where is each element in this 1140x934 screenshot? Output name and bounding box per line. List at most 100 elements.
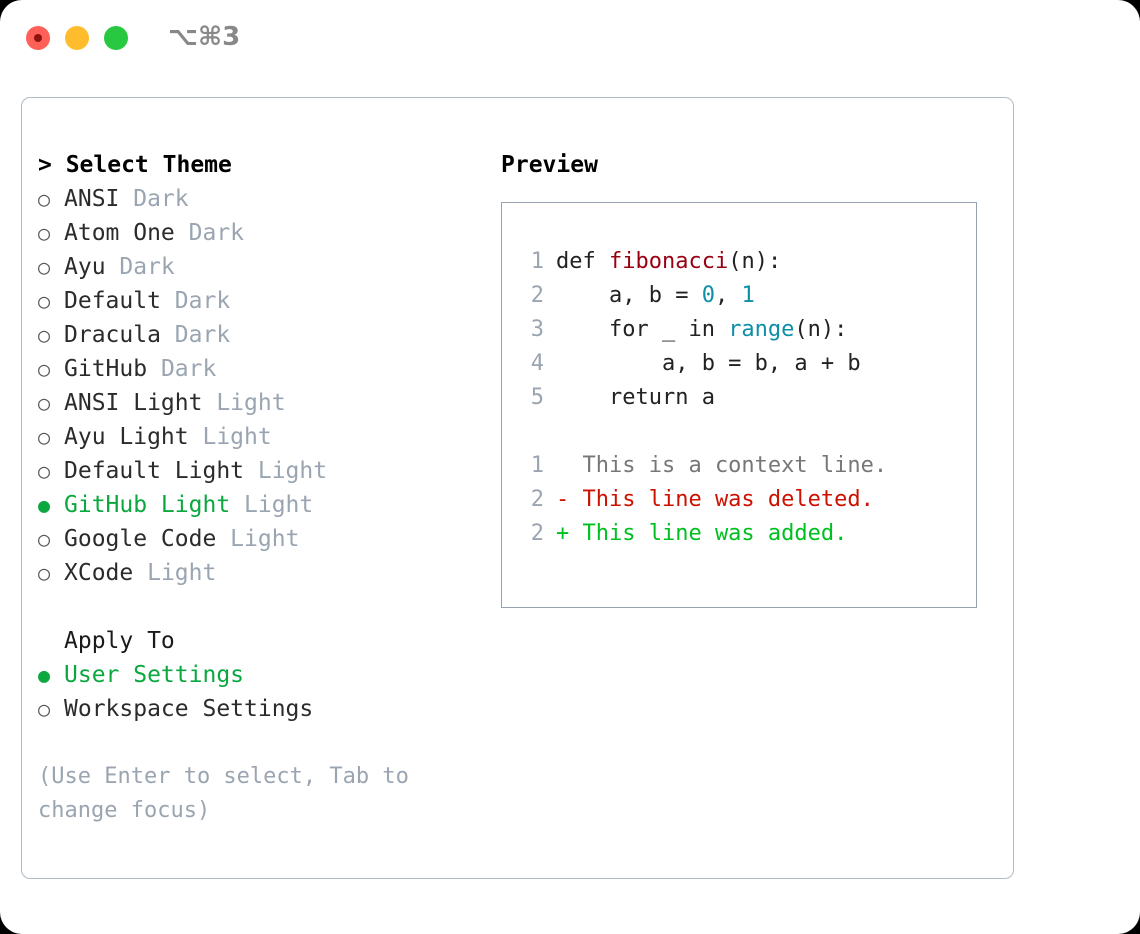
keyboard-shortcut-label: ⌥⌘3 xyxy=(168,22,241,52)
diff-line-group: 1 This is a context line. 2 - This line wa… xyxy=(522,449,970,551)
theme-variant-tag: Dark xyxy=(147,356,217,382)
diff-line-text: - This line was deleted. xyxy=(556,487,874,512)
code-token-num: 0 xyxy=(701,283,715,308)
code-line: 5 return a xyxy=(522,381,970,415)
theme-variant-tag: Light xyxy=(202,390,286,416)
diff-line-add: 2 + This line was added. xyxy=(522,517,970,551)
apply-to-option-list[interactable]: ● User Settings ○ Workspace Settings xyxy=(38,658,488,726)
theme-option-default-light[interactable]: ○ Default Light Light xyxy=(38,454,488,488)
theme-option-label: Ayu Light xyxy=(64,424,189,450)
theme-picker-column: > Select Theme ○ANSI Dark○Atom One Dark○… xyxy=(38,148,488,828)
radio-unselected-icon: ○ xyxy=(38,425,51,449)
close-window-button[interactable] xyxy=(26,26,50,50)
title-bar: ⌥⌘3 xyxy=(0,0,1140,78)
line-number: 5 xyxy=(530,385,544,410)
theme-option-label: Default xyxy=(64,288,161,314)
theme-option-label: Default Light xyxy=(64,458,245,484)
line-number: 2 xyxy=(530,283,544,308)
line-number: 3 xyxy=(530,317,544,342)
line-number: 2 xyxy=(530,521,544,546)
radio-selected-icon: ● xyxy=(38,493,51,517)
apply-to-option-label: Workspace Settings xyxy=(64,696,314,722)
theme-option-label: GitHub xyxy=(64,356,148,382)
apply-to-option-label: User Settings xyxy=(64,662,245,688)
code-line: 3 for _ in range(n): xyxy=(522,313,970,347)
theme-option-label: Dracula xyxy=(64,322,161,348)
theme-option-ayu[interactable]: ○Ayu Dark xyxy=(38,250,488,284)
preview-heading: Preview xyxy=(501,152,598,178)
diff-line-ctx: 1 This is a context line. xyxy=(522,449,970,483)
theme-variant-tag: Dark xyxy=(174,220,245,246)
code-token-plain: (n): xyxy=(728,249,782,274)
minimize-window-button[interactable] xyxy=(65,26,89,50)
theme-option-ansi[interactable]: ○ ANSI Dark xyxy=(38,182,488,216)
code-token-plain: return a xyxy=(556,385,715,410)
code-line-text: for _ in range(n): xyxy=(556,313,847,347)
keyboard-hint-text: (Use Enter to select, Tab to change focu… xyxy=(38,764,423,823)
radio-unselected-icon: ○ xyxy=(38,561,51,585)
code-token-plain: a, b = b, a + b xyxy=(556,351,861,376)
theme-option-label: ANSI xyxy=(64,186,120,212)
code-line: 1 def fibonacci(n): xyxy=(522,245,970,279)
code-token-plain: a, b = xyxy=(556,283,702,308)
window-controls xyxy=(26,26,128,50)
theme-option-atom-one[interactable]: ○ Atom One Dark xyxy=(38,216,488,250)
radio-unselected-icon: ○ xyxy=(38,391,51,415)
radio-unselected-icon: ○ xyxy=(38,255,51,279)
theme-option-ayu-light[interactable]: ○ Ayu Light Light xyxy=(38,420,488,454)
theme-selector-dialog: > Select Theme ○ANSI Dark○Atom One Dark○… xyxy=(21,97,1014,879)
diff-line-text: This is a context line. xyxy=(556,453,888,478)
theme-option-label: Ayu xyxy=(64,254,106,280)
radio-unselected-icon: ○ xyxy=(38,187,51,211)
radio-unselected-icon: ○ xyxy=(38,221,51,245)
code-token-builtin: range xyxy=(728,317,795,342)
apply-to-option-user-settings[interactable]: ● User Settings xyxy=(38,658,488,692)
theme-variant-tag: Light xyxy=(188,424,272,450)
theme-option-list[interactable]: ○ ANSI Dark ○ Atom One Dark ○ Ayu Dark ○ Defaul… xyxy=(38,182,488,590)
code-token-plain: (n): xyxy=(794,317,848,342)
theme-variant-tag: Dark xyxy=(160,288,231,314)
theme-option-label: ANSI Light xyxy=(64,390,203,416)
theme-option-default[interactable]: ○ Default Dark xyxy=(38,284,488,318)
code-line-text: def fibonacci(n): xyxy=(556,245,781,279)
line-number: 2 xyxy=(530,487,544,512)
maximize-window-button[interactable] xyxy=(104,26,128,50)
select-theme-heading: > Select Theme xyxy=(38,152,232,178)
theme-option-github-light[interactable]: ● GitHub Light Light xyxy=(38,488,488,522)
theme-option-xcode[interactable]: ○XCode Light xyxy=(38,556,488,590)
code-line-text: a, b = 0, 1 xyxy=(556,279,755,313)
theme-option-label: Google Code xyxy=(64,526,217,552)
code-token-plain: for _ in xyxy=(556,317,729,342)
line-number: 1 xyxy=(530,249,544,274)
theme-option-label: Atom One xyxy=(64,220,175,246)
apply-to-section: Apply To ● User Settings ○ Workspace Settin… xyxy=(38,624,488,726)
apply-to-option-workspace-settings[interactable]: ○ Workspace Settings xyxy=(38,692,488,726)
theme-variant-tag: Dark xyxy=(160,322,231,348)
radio-selected-icon: ● xyxy=(38,663,51,687)
radio-unselected-icon: ○ xyxy=(38,323,51,347)
theme-option-github[interactable]: ○ GitHub Dark xyxy=(38,352,488,386)
radio-unselected-icon: ○ xyxy=(38,289,51,313)
radio-unselected-icon: ○ xyxy=(38,697,51,721)
code-token-plain: def xyxy=(556,249,609,274)
theme-option-dracula[interactable]: ○ Dracula Dark xyxy=(38,318,488,352)
theme-variant-tag: Light xyxy=(216,526,300,552)
theme-variant-tag: Dark xyxy=(119,186,189,212)
theme-option-ansi-light[interactable]: ○ ANSI Light Light xyxy=(38,386,488,420)
radio-unselected-icon: ○ xyxy=(38,527,51,551)
diff-line-text: + This line was added. xyxy=(556,521,848,546)
theme-variant-tag: Light xyxy=(230,492,314,518)
radio-unselected-icon: ○ xyxy=(38,459,51,483)
line-number: 1 xyxy=(530,453,544,478)
apply-to-heading: Apply To xyxy=(64,628,175,654)
theme-option-label: XCode xyxy=(64,560,134,586)
radio-unselected-icon: ○ xyxy=(38,357,51,381)
theme-option-label: GitHub Light xyxy=(64,492,231,518)
theme-variant-tag: Light xyxy=(244,458,328,484)
code-line: 2 a, b = 0, 1 xyxy=(522,279,970,313)
theme-option-google-code[interactable]: ○ Google Code Light xyxy=(38,522,488,556)
